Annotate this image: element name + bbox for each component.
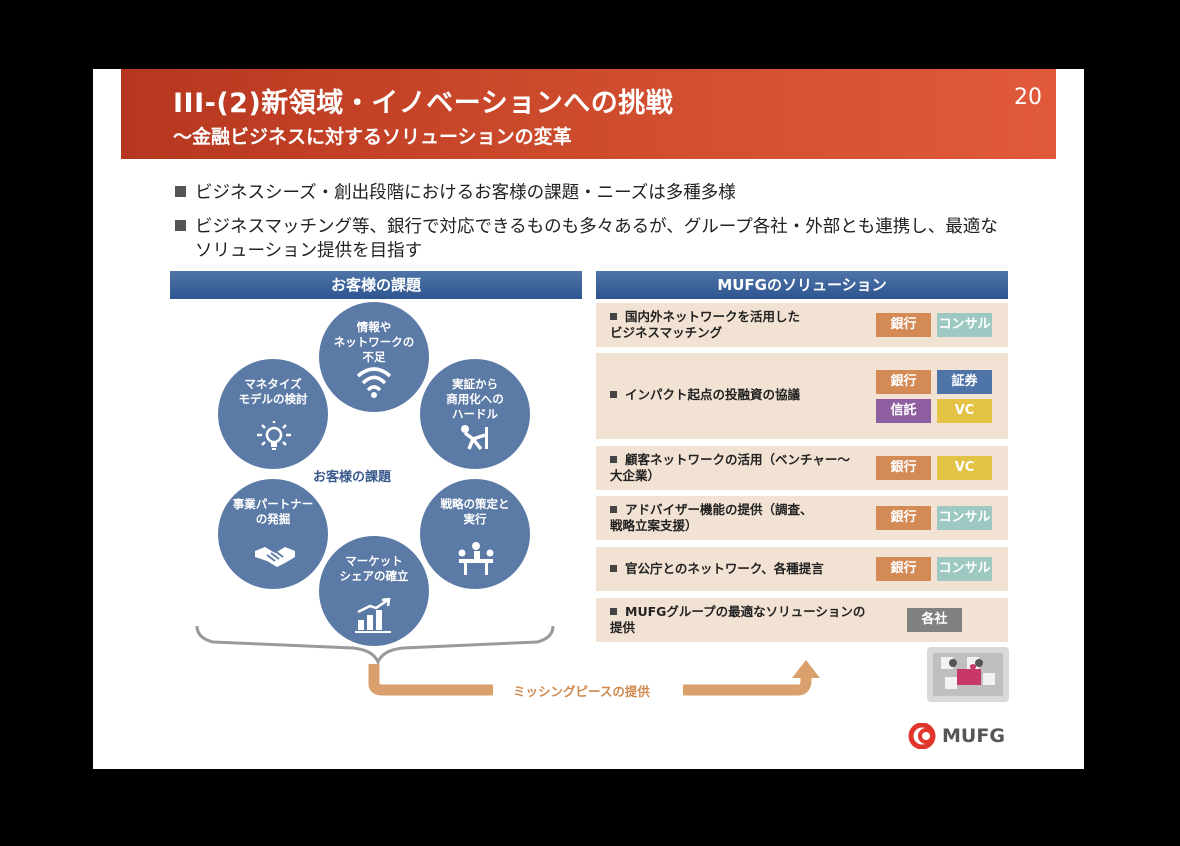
tag-vc: VC <box>937 399 992 423</box>
mufg-logo-icon <box>908 723 936 749</box>
circle-monetize: マネタイズ モデルの検討 <box>218 359 328 469</box>
center-label: お客様の課題 <box>313 470 392 485</box>
hurdle-icon <box>461 425 488 451</box>
solution-text: 国内外ネットワークを活用した ビジネスマッチング <box>610 309 801 340</box>
solution-row: インパクト起点の投融資の協議 銀行 証券 信託 VC <box>596 353 1008 439</box>
tag-consulting: コンサル <box>937 557 992 581</box>
customer-issues-heading: お客様の課題 <box>170 271 582 299</box>
tag-consulting: コンサル <box>937 313 992 337</box>
wifi-icon <box>356 367 392 398</box>
solution-row: MUFGグループの最適なソリューションの 提供 各社 <box>596 598 1008 642</box>
puzzle-icon <box>927 647 1009 702</box>
bullet-square-icon <box>175 186 186 197</box>
tag-bank: 銀行 <box>876 313 931 337</box>
lightbulb-icon <box>257 421 291 450</box>
bullet-square-icon <box>610 608 617 615</box>
circle-partner: 事業パートナー の発掘 <box>218 479 328 589</box>
bullet-item: ビジネスシーズ・創出段階におけるお客様の課題・ニーズは多種多様 <box>175 181 736 205</box>
tag-group-companies: 各社 <box>907 608 962 632</box>
circle-info-network: 情報や ネットワークの 不足 <box>319 302 429 412</box>
meeting-icon <box>458 542 494 575</box>
solution-row: アドバイザー機能の提供（調査、 戦略立案支援） 銀行 コンサル <box>596 496 1008 540</box>
tag-vc: VC <box>937 456 992 480</box>
tag-consulting: コンサル <box>937 506 992 530</box>
circle-strategy: 戦略の策定と 実行 <box>420 479 530 589</box>
tag-trust: 信託 <box>876 399 931 423</box>
handshake-icon <box>255 547 295 567</box>
circle-market-share: マーケット シェアの確立 <box>319 536 429 646</box>
growth-chart-icon <box>355 598 391 633</box>
page-number: 20 <box>1014 85 1042 110</box>
solution-row: 国内外ネットワークを活用した ビジネスマッチング 銀行 コンサル <box>596 303 1008 347</box>
tag-bank: 銀行 <box>876 456 931 480</box>
solution-text: 顧客ネットワークの活用（ベンチャー～ 大企業） <box>610 452 850 483</box>
solution-text: インパクト起点の投融資の協議 <box>610 387 800 403</box>
title-banner: III-(2)新領域・イノベーションへの挑戦 ～金融ビジネスに対するソリューショ… <box>121 69 1056 159</box>
bullet-square-icon <box>175 220 186 231</box>
bullet-item: ビジネスマッチング等、銀行で対応できるものも多々あるが、グループ各社・外部とも連… <box>175 215 998 239</box>
tag-bank: 銀行 <box>876 506 931 530</box>
tag-bank: 銀行 <box>876 557 931 581</box>
solution-row: 官公庁とのネットワーク、各種提言 銀行 コンサル <box>596 547 1008 591</box>
solution-row: 顧客ネットワークの活用（ベンチャー～ 大企業） 銀行 VC <box>596 446 1008 490</box>
circle-hurdle: 実証から 商用化への ハードル <box>420 359 530 469</box>
bracket-arrow-graphic <box>195 625 820 696</box>
bullet-square-icon <box>610 313 617 320</box>
solution-text: 官公庁とのネットワーク、各種提言 <box>610 561 824 577</box>
mufg-solution-heading: MUFGのソリューション <box>596 271 1008 299</box>
page-subtitle: ～金融ビジネスに対するソリューションの変革 <box>173 126 572 148</box>
tag-securities: 証券 <box>937 370 992 394</box>
bullet-square-icon <box>610 565 617 572</box>
bullet-square-icon <box>610 506 617 513</box>
tag-bank: 銀行 <box>876 370 931 394</box>
solution-text: MUFGグループの最適なソリューションの 提供 <box>610 604 866 635</box>
missing-piece-label: ミッシングピースの提供 <box>513 684 650 699</box>
bullet-square-icon <box>610 391 617 398</box>
slide: III-(2)新領域・イノベーションへの挑戦 ～金融ビジネスに対するソリューショ… <box>93 69 1084 769</box>
page-title: III-(2)新領域・イノベーションへの挑戦 <box>173 88 674 119</box>
solution-text: アドバイザー機能の提供（調査、 戦略立案支援） <box>610 502 813 533</box>
bullet-square-icon <box>610 456 617 463</box>
bullet-continuation: ソリューション提供を目指す <box>195 241 423 261</box>
mufg-logo-text: MUFG <box>942 725 1005 747</box>
